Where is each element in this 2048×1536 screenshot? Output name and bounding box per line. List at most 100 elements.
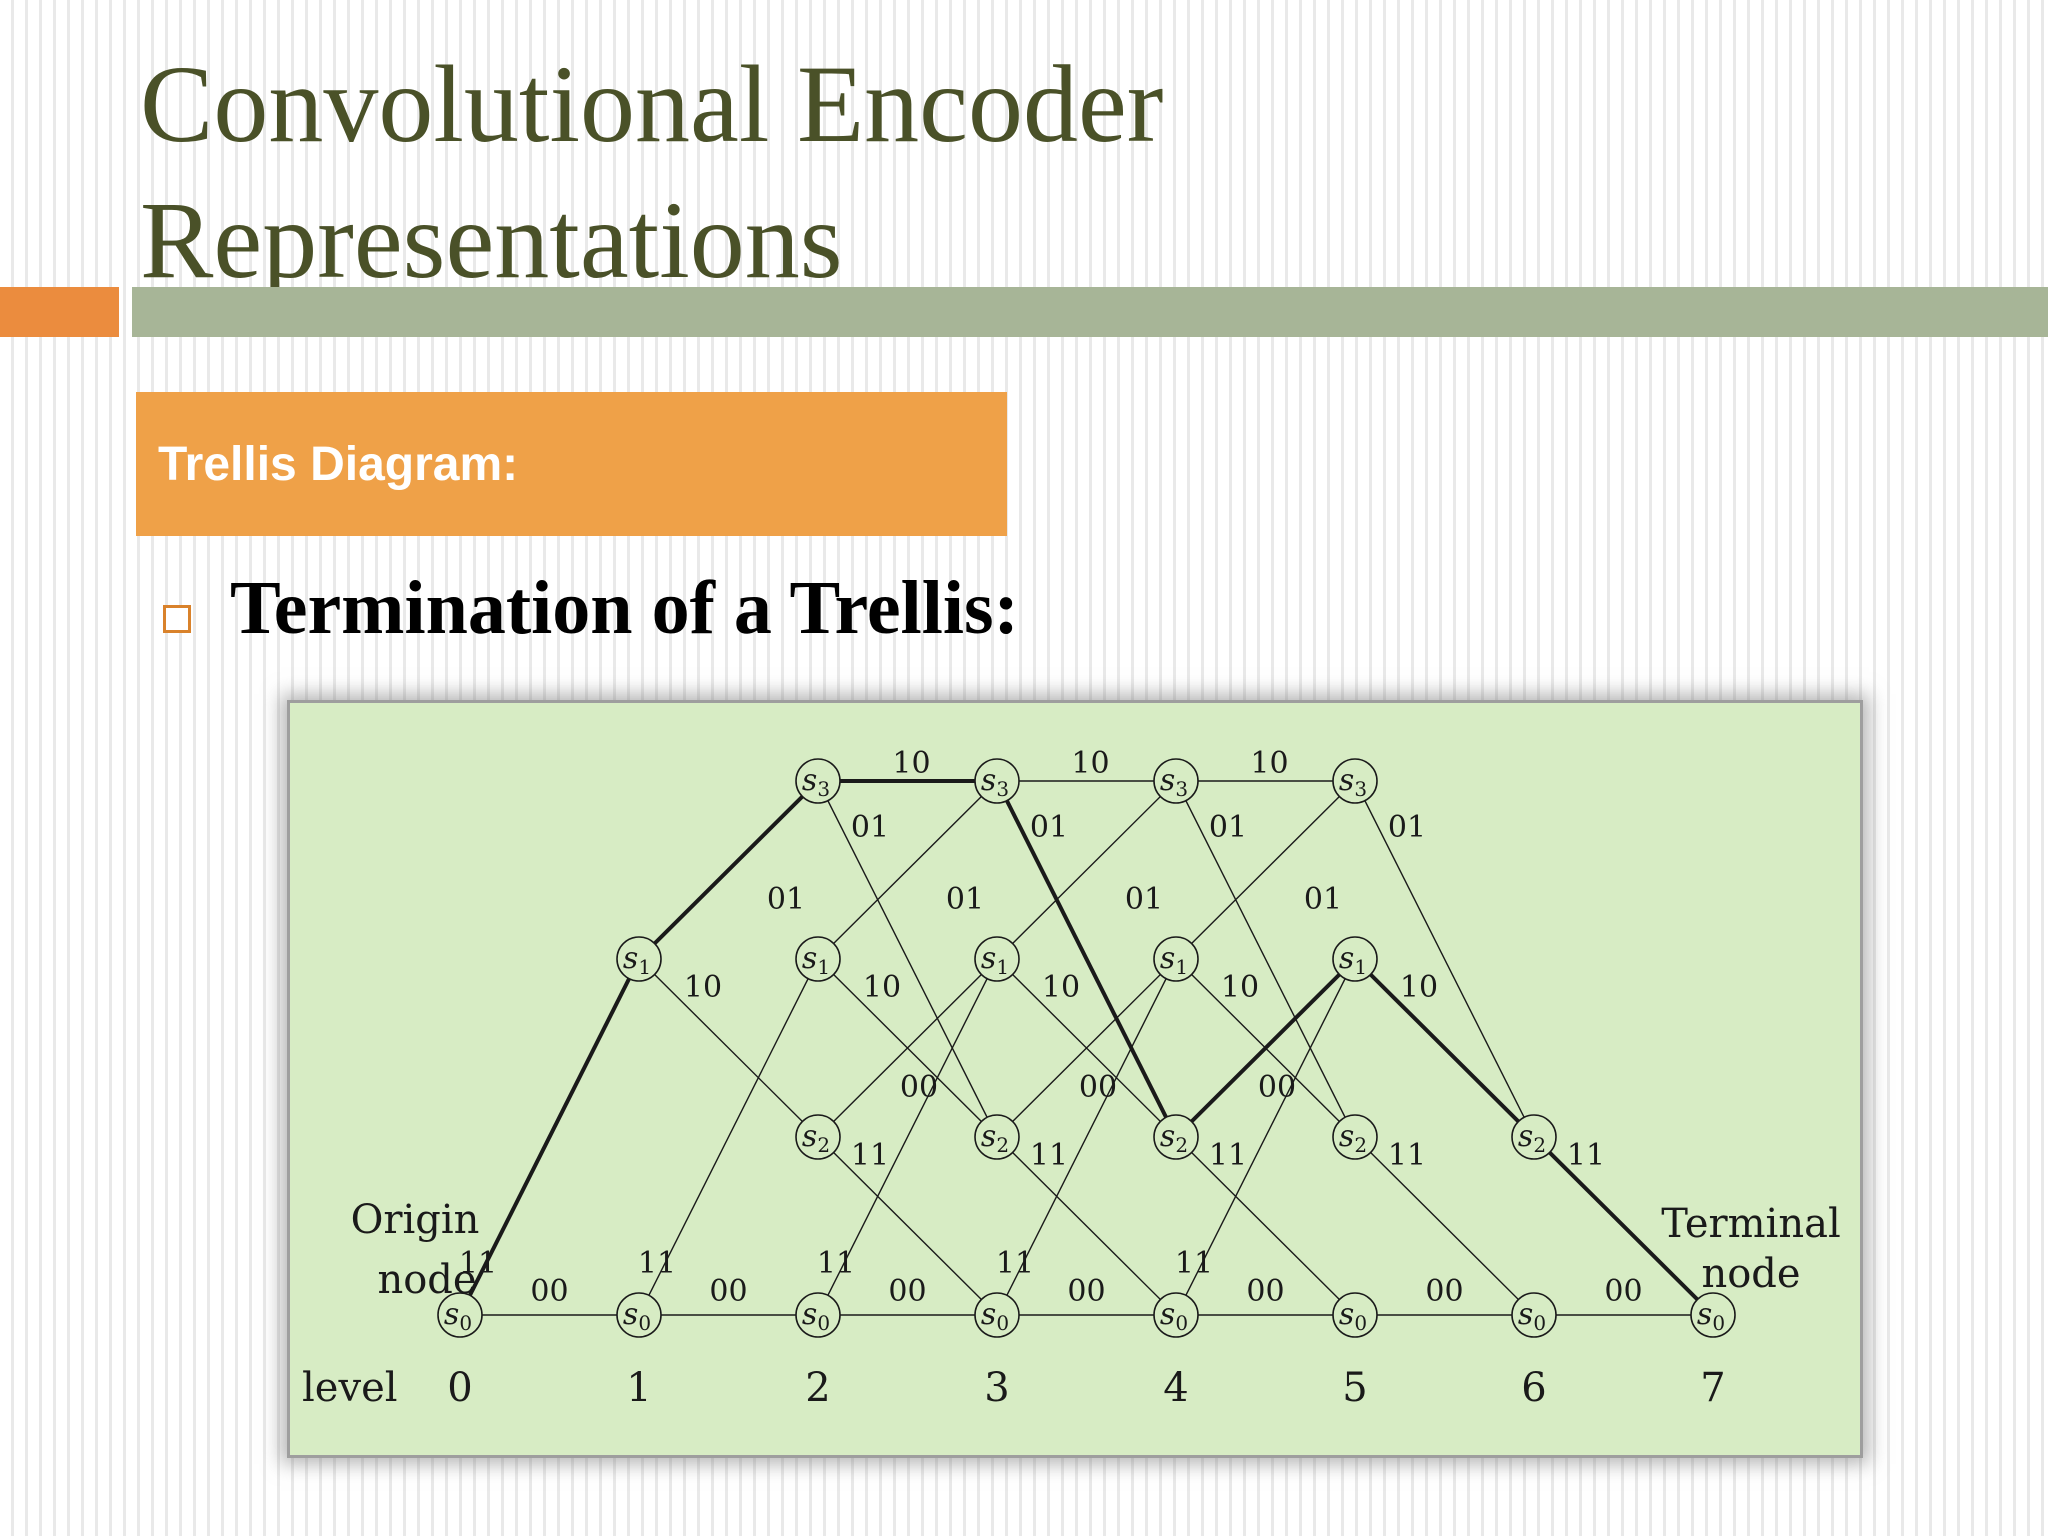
trellis-node-s3-level-5: s3 bbox=[1332, 758, 1378, 804]
trellis-node-s0-level-4: s0 bbox=[1153, 1292, 1199, 1338]
branch-output-label: 01 bbox=[1304, 882, 1342, 917]
trellis-node-s3-level-2: s3 bbox=[795, 758, 841, 804]
trellis-node-s0-level-0: s0 bbox=[437, 1292, 483, 1338]
origin-label-line-1: Origin bbox=[351, 1197, 480, 1243]
trellis-node-s0-level-6: s0 bbox=[1511, 1292, 1557, 1338]
node-circle bbox=[1332, 758, 1378, 804]
trellis-branch-2-s3-s2 bbox=[817, 780, 998, 1138]
trellis-branch-3-s2-s1 bbox=[996, 958, 1177, 1138]
branch-output-label: 00 bbox=[1079, 1070, 1117, 1105]
branch-output-label: 11 bbox=[1030, 1138, 1068, 1173]
branch-output-label: 01 bbox=[1388, 810, 1426, 845]
level-caption: level bbox=[302, 1365, 398, 1411]
level-number-4: 4 bbox=[1163, 1365, 1188, 1411]
node-circle bbox=[974, 758, 1020, 804]
node-circle bbox=[974, 1114, 1020, 1160]
branch-output-label: 00 bbox=[1258, 1070, 1296, 1105]
trellis-branch-2-s2-s1 bbox=[817, 958, 998, 1138]
level-number-5: 5 bbox=[1342, 1365, 1367, 1411]
branch-output-label: 11 bbox=[996, 1246, 1034, 1281]
branch-output-label: 10 bbox=[1400, 970, 1438, 1005]
branch-output-label: 11 bbox=[817, 1246, 855, 1281]
branch-output-label: 10 bbox=[1071, 746, 1109, 781]
trellis-node-s0-level-5: s0 bbox=[1332, 1292, 1378, 1338]
section-banner-label: Trellis Diagram: bbox=[158, 437, 519, 491]
node-state-label: s3 bbox=[981, 763, 1009, 801]
node-circle bbox=[1153, 1292, 1199, 1338]
trellis-branch-2-s0-s1 bbox=[817, 958, 998, 1316]
trellis-node-s3-level-4: s3 bbox=[1153, 758, 1199, 804]
branch-output-label: 11 bbox=[1567, 1138, 1605, 1173]
slide-title: Convolutional Encoder Representations bbox=[140, 36, 1640, 308]
bullet-text: Termination of a Trellis: bbox=[230, 566, 1019, 650]
node-circle bbox=[1511, 1292, 1557, 1338]
branch-output-label: 01 bbox=[1209, 810, 1247, 845]
node-circle bbox=[1690, 1292, 1736, 1338]
trellis-branch-2-s2-s0 bbox=[817, 1136, 998, 1316]
node-state-label: s3 bbox=[1160, 763, 1188, 801]
node-state-label: s2 bbox=[1339, 1119, 1367, 1157]
trellis-node-s1-level-5: s1 bbox=[1332, 936, 1378, 982]
level-number-6: 6 bbox=[1521, 1365, 1546, 1411]
branch-output-label: 00 bbox=[1246, 1274, 1284, 1309]
branch-output-label: 10 bbox=[1042, 970, 1080, 1005]
trellis-branch-5-s3-s2 bbox=[1354, 780, 1535, 1138]
branch-output-label: 10 bbox=[1250, 746, 1288, 781]
origin-label-line-2: node bbox=[377, 1257, 476, 1303]
trellis-node-s1-level-1: s1 bbox=[616, 936, 662, 982]
branch-output-label: 10 bbox=[892, 746, 930, 781]
branch-output-label: 00 bbox=[900, 1070, 938, 1105]
branch-output-label: 11 bbox=[638, 1246, 676, 1281]
level-number-1: 1 bbox=[626, 1365, 651, 1411]
node-circle bbox=[974, 1292, 1020, 1338]
trellis-node-s2-level-2: s2 bbox=[795, 1114, 841, 1160]
trellis-node-s2-level-3: s2 bbox=[974, 1114, 1020, 1160]
branch-output-label: 10 bbox=[684, 970, 722, 1005]
branch-output-label: 00 bbox=[1067, 1274, 1105, 1309]
trellis-node-s1-level-3: s1 bbox=[974, 936, 1020, 982]
branch-output-label: 11 bbox=[459, 1246, 497, 1281]
trellis-branch-4-s3-s2 bbox=[1175, 780, 1356, 1138]
branch-output-label: 11 bbox=[1175, 1246, 1213, 1281]
trellis-node-s3-level-3: s3 bbox=[974, 758, 1020, 804]
trellis-branch-3-s3-s2 bbox=[995, 780, 1178, 1138]
branch-output-label: 01 bbox=[1125, 882, 1163, 917]
bullet-square-icon bbox=[163, 605, 191, 633]
trellis-branch-3-s0-s1 bbox=[996, 958, 1177, 1316]
trellis-branch-4-s1-s3 bbox=[1175, 780, 1356, 960]
trellis-node-s0-level-2: s0 bbox=[795, 1292, 841, 1338]
trellis-diagram: s0 s0 s1 s0 s1 s2 s3 s0 s1 s2 s3 s0 s1 s2 s3 s0 s1 s2 s3 s0… bbox=[302, 746, 1841, 1411]
terminal-label-line-1: Terminal bbox=[1661, 1201, 1841, 1247]
node-circle bbox=[1153, 936, 1199, 982]
branch-output-label: 01 bbox=[1030, 810, 1068, 845]
node-circle bbox=[795, 936, 841, 982]
branch-output-label: 01 bbox=[946, 882, 984, 917]
section-banner: Trellis Diagram: bbox=[136, 392, 1007, 536]
node-circle bbox=[616, 936, 662, 982]
branch-output-label: 10 bbox=[863, 970, 901, 1005]
branch-output-label: 11 bbox=[851, 1138, 889, 1173]
node-circle bbox=[1511, 1114, 1557, 1160]
trellis-node-s1-level-2: s1 bbox=[795, 936, 841, 982]
trellis-node-s1-level-4: s1 bbox=[1153, 936, 1199, 982]
node-circle bbox=[1153, 1114, 1199, 1160]
trellis-branch-6-s2-s0 bbox=[1532, 1135, 1715, 1317]
trellis-figure: s0 s0 s1 s0 s1 s2 s3 s0 s1 s2 s3 s0 s1 s2 s3 s0 s1 s2 s3 s0… bbox=[287, 700, 1863, 1458]
branch-output-label: 11 bbox=[1209, 1138, 1247, 1173]
branch-output-label: 00 bbox=[709, 1274, 747, 1309]
terminal-label-line-2: node bbox=[1701, 1251, 1800, 1297]
branch-output-label: 00 bbox=[530, 1274, 568, 1309]
trellis-node-s2-level-6: s2 bbox=[1511, 1114, 1557, 1160]
trellis-node-s0-level-1: s0 bbox=[616, 1292, 662, 1338]
branch-output-label: 01 bbox=[851, 810, 889, 845]
trellis-node-s0-level-3: s0 bbox=[974, 1292, 1020, 1338]
trellis-branch-1-s1-s2 bbox=[638, 958, 819, 1138]
branch-output-label: 00 bbox=[1425, 1274, 1463, 1309]
trellis-branch-2-s1-s3 bbox=[817, 780, 998, 960]
trellis-node-s2-level-4: s2 bbox=[1153, 1114, 1199, 1160]
level-number-0: 0 bbox=[447, 1365, 472, 1411]
node-state-label: s1 bbox=[802, 941, 830, 979]
trellis-branch-3-s1-s3 bbox=[996, 780, 1177, 960]
trellis-branch-1-s1-s3 bbox=[637, 779, 820, 961]
level-number-7: 7 bbox=[1700, 1365, 1725, 1411]
